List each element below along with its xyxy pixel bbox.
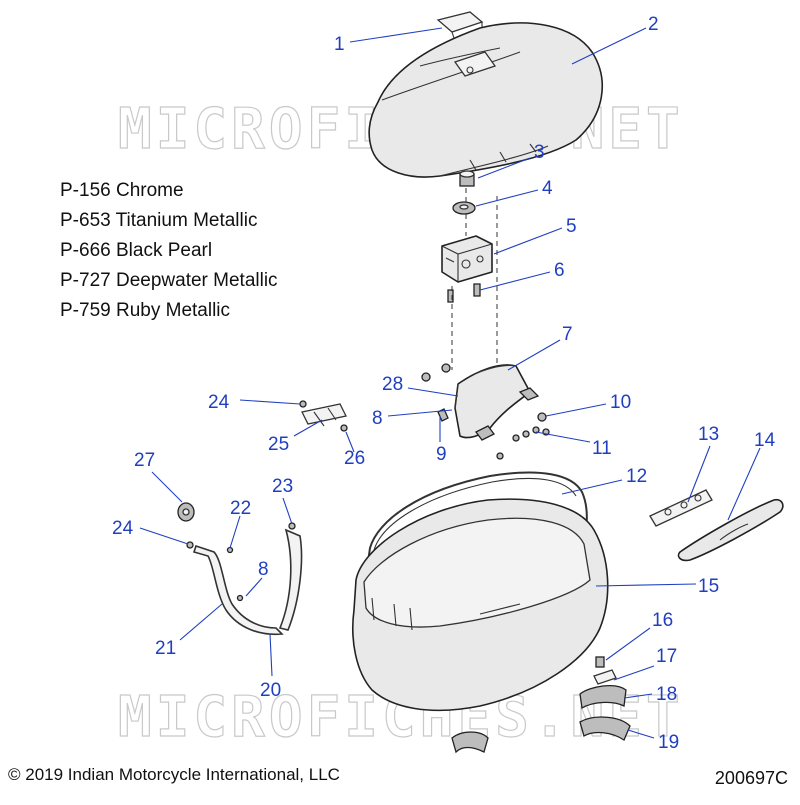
part-25-small-hinge bbox=[299, 400, 348, 432]
part-5-hinge-block bbox=[441, 235, 493, 283]
part-16-screw bbox=[595, 656, 605, 668]
callout-2: 2 bbox=[648, 14, 659, 35]
part-18-grommet bbox=[579, 684, 627, 710]
part-15-saddlebag-case bbox=[352, 498, 609, 712]
part-13-reflector-bracket bbox=[649, 489, 713, 527]
callout-10: 10 bbox=[610, 392, 631, 413]
leader-lines bbox=[139, 27, 761, 739]
callout-13: 13 bbox=[698, 424, 719, 445]
callout-4: 4 bbox=[542, 178, 553, 199]
color-code-item: P-666 Black Pearl bbox=[60, 240, 213, 261]
color-code-item: P-653 Titanium Metallic bbox=[60, 210, 258, 231]
callout-20: 20 bbox=[260, 680, 281, 701]
callout-1: 1 bbox=[334, 34, 345, 55]
part-7-mounting-bracket bbox=[454, 364, 540, 441]
copyright-notice: © 2019 Indian Motorcycle International, … bbox=[8, 765, 340, 784]
callout-15: 15 bbox=[698, 576, 719, 597]
callout-25: 25 bbox=[268, 434, 289, 455]
callout-14: 14 bbox=[754, 430, 776, 451]
callout-22: 22 bbox=[230, 498, 251, 519]
color-code-item: P-156 Chrome bbox=[60, 180, 184, 201]
callout-28: 28 bbox=[382, 374, 403, 395]
callout-8b: 8 bbox=[258, 559, 269, 580]
callout-27: 27 bbox=[134, 450, 155, 471]
part-1-cap-plate bbox=[436, 11, 484, 39]
callout-19: 19 bbox=[658, 732, 679, 753]
callout-26: 26 bbox=[344, 448, 365, 469]
part-2-trunk-lid bbox=[368, 22, 604, 178]
part-17-plate bbox=[593, 669, 617, 685]
callout-23: 23 bbox=[272, 476, 293, 497]
callout-24: 24 bbox=[208, 392, 230, 413]
callout-17: 17 bbox=[656, 646, 677, 667]
part-14-emblem-trim bbox=[677, 498, 784, 562]
callout-24b: 24 bbox=[112, 518, 134, 539]
part-21-support-rail bbox=[186, 522, 303, 636]
color-code-item: P-727 Deepwater Metallic bbox=[60, 270, 278, 291]
part-27-nut bbox=[177, 502, 195, 522]
callout-9: 9 bbox=[436, 444, 447, 465]
callout-21: 21 bbox=[155, 638, 176, 659]
callout-6: 6 bbox=[554, 260, 565, 281]
callout-16: 16 bbox=[652, 610, 673, 631]
callout-18: 18 bbox=[656, 684, 677, 705]
callout-7: 7 bbox=[562, 324, 573, 345]
color-code-item: P-759 Ruby Metallic bbox=[60, 300, 231, 321]
part-6-screws bbox=[447, 283, 481, 303]
bracket-fasteners bbox=[421, 363, 550, 460]
callout-12: 12 bbox=[626, 466, 647, 487]
part-4-washer bbox=[452, 201, 476, 215]
part-3-bolt bbox=[459, 170, 475, 187]
callout-3: 3 bbox=[534, 142, 545, 163]
callout-5: 5 bbox=[566, 216, 577, 237]
callout-11: 11 bbox=[592, 438, 612, 459]
part-19-grommet bbox=[451, 716, 631, 754]
diagram-id: 200697C bbox=[714, 768, 788, 788]
callout-8: 8 bbox=[372, 408, 383, 429]
